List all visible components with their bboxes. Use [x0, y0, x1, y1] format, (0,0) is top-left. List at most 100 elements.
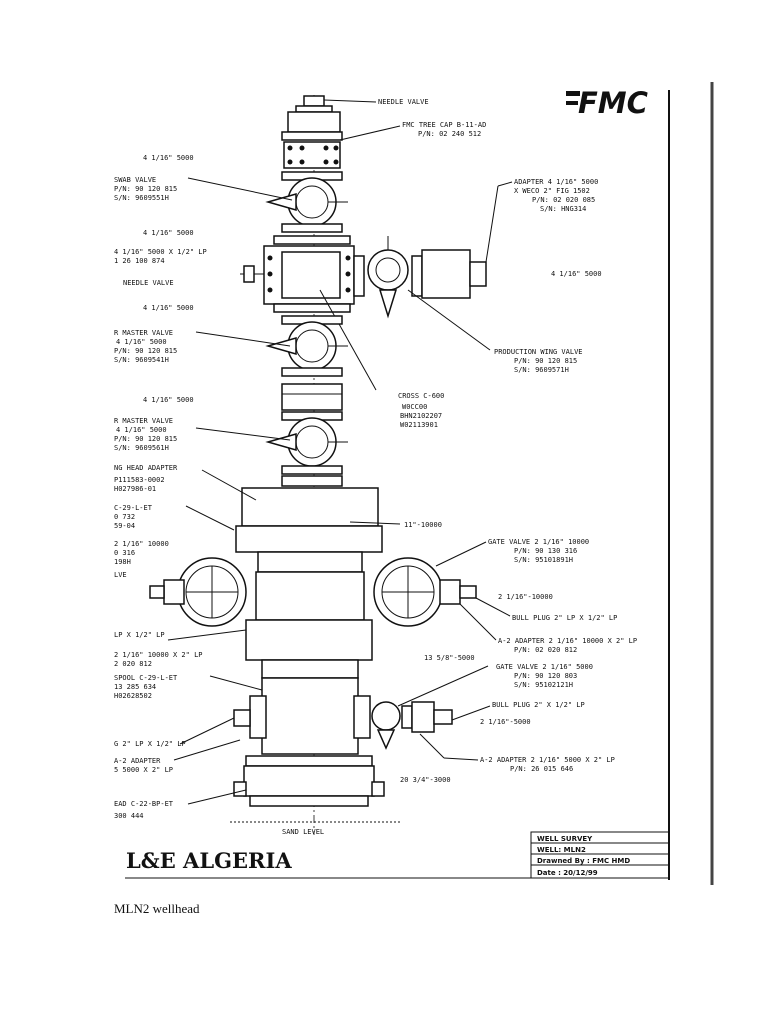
right-callout: BHN2102207 [400, 412, 442, 420]
right-callout: W0CC00 [402, 403, 427, 411]
fmc-logo-text: FMC [578, 86, 648, 120]
left-callout: 4 1/16" 5000 [116, 426, 167, 434]
lower-master-valve [195, 411, 348, 487]
right-callout: 11"-10000 [404, 521, 442, 529]
right-callout: GATE VALVE 2 1/16" 5000 [496, 663, 593, 671]
left-callout: 5 5000 X 2" LP [114, 766, 173, 774]
left-callout: P/N: 90 120 815 [114, 347, 177, 355]
right-callout: GATE VALVE 2 1/16" 10000 [488, 538, 589, 546]
right-callout: SAND LEVEL [282, 828, 324, 836]
right-callout: BULL PLUG 2" LP X 1/2" LP [512, 614, 617, 622]
title-block-line: WELL: MLN2 [537, 846, 586, 854]
right-callout: 13 5/8"-5000 [424, 654, 475, 662]
left-callout: G 2" LP X 1/2" LP [114, 740, 186, 748]
right-callout: P/N: 90 120 803 [514, 672, 577, 680]
left-gate-valve-10000 [149, 557, 247, 627]
swab-valve [187, 171, 348, 233]
top-needle-valve [295, 95, 377, 113]
right-callout: X WECO 2" FIG 1502 [514, 187, 590, 195]
right-callout: P/N: 90 130 316 [514, 547, 577, 555]
fmc-logo: FMC [566, 86, 648, 120]
right-callout: P/N: 02 020 085 [532, 196, 595, 204]
left-callout: 4 1/16" 5000 [143, 304, 194, 312]
left-callout: 13 285 634 [114, 683, 156, 691]
left-callout: R MASTER VALVE [114, 417, 173, 425]
left-leaders [167, 629, 247, 761]
left-callout: C-29-L-ET [114, 504, 153, 512]
left-callout: SPOOL C-29-L-ET [114, 674, 178, 682]
left-callout: 59-04 [114, 522, 135, 530]
right-callout: S/N: 9609571H [514, 366, 569, 374]
right-callout: NEEDLE VALVE [378, 98, 429, 106]
left-callout: P111583-0002 [114, 476, 165, 484]
right-labels: NEEDLE VALVE FMC TREE CAP B-11-AD P/N: 0… [282, 98, 637, 836]
left-callout: A-2 ADAPTER [114, 757, 161, 765]
left-callout: H027986-01 [114, 485, 156, 493]
title-block-line: Drawned By : FMC HMD [537, 857, 630, 865]
left-callout: S/N: 9609561H [114, 444, 169, 452]
right-gate-valve-10000 [373, 541, 487, 627]
right-callout: S/N: HNG314 [540, 205, 586, 213]
left-callout: LP X 1/2" LP [114, 631, 165, 639]
cross [240, 235, 377, 391]
left-callout: S/N: 9609541H [114, 356, 169, 364]
left-callout: 0 316 [114, 549, 135, 557]
left-callout: 198H [114, 558, 131, 566]
right-callout: P/N: 90 120 815 [514, 357, 577, 365]
production-wing-valve [353, 181, 513, 351]
left-callout: LVE [114, 571, 127, 579]
left-labels: 4 1/16" 5000 SWAB VALVE P/N: 90 120 815 … [114, 154, 207, 820]
left-callout: 2 020 812 [114, 660, 152, 668]
left-callout: 2 1/16" 10000 X 2" LP [114, 651, 203, 659]
title-block-line: WELL SURVEY [537, 835, 593, 843]
left-callout: 300 444 [114, 812, 144, 820]
left-callout: 4 1/16" 5000 [143, 154, 194, 162]
left-callout: NEEDLE VALVE [123, 279, 174, 287]
left-callout: 1 26 100 874 [114, 257, 165, 265]
left-callout: P/N: 90 120 815 [114, 435, 177, 443]
right-leaders [349, 521, 511, 761]
title-block: WELL SURVEY WELL: MLN2 Drawned By : FMC … [530, 831, 670, 879]
left-callout: 4 1/16" 5000 [116, 338, 167, 346]
left-callout: R MASTER VALVE [114, 329, 173, 337]
project-title: L&E ALGERIA [126, 848, 292, 873]
right-callout: 4 1/16" 5000 [551, 270, 602, 278]
left-callout: SWAB VALVE [114, 176, 156, 184]
left-callout: 2 1/16" 10000 [114, 540, 169, 548]
right-gate-valve-5000 [371, 665, 489, 750]
left-callout: P/N: 90 120 815 [114, 185, 177, 193]
right-callout: 20 3/4"-3000 [400, 776, 451, 784]
right-callout: W02113901 [400, 421, 438, 429]
left-callout: H02628502 [114, 692, 152, 700]
casing-head [187, 755, 385, 807]
casing-head-spool [209, 659, 371, 755]
right-callout: A-2 ADAPTER 2 1/16" 10000 X 2" LP [498, 637, 637, 645]
right-callout: A-2 ADAPTER 2 1/16" 5000 X 2" LP [480, 756, 615, 764]
right-callout: BULL PLUG 2" X 1/2" LP [492, 701, 585, 709]
right-callout: ADAPTER 4 1/16" 5000 [514, 178, 598, 186]
left-bull-plug [233, 709, 251, 727]
right-callout: 2 1/16"-5000 [480, 718, 531, 726]
right-callout: CROSS C-600 [398, 392, 444, 400]
left-callout: 4 1/16" 5000 [143, 396, 194, 404]
right-callout: 2 1/16"-10000 [498, 593, 553, 601]
right-callout: PRODUCTION WING VALVE [494, 348, 583, 356]
title-block-line: Date : 20/12/99 [537, 869, 598, 877]
tree-cap [281, 111, 401, 169]
left-callout: 4 1/16" 5000 X 1/2" LP [114, 248, 207, 256]
left-callout: S/N: 9609551H [114, 194, 169, 202]
figure-caption: MLN2 wellhead [114, 901, 200, 916]
tubing-head-spool [185, 505, 383, 661]
tubing-head-adapter [201, 469, 379, 527]
left-callout: NG HEAD ADAPTER [114, 464, 178, 472]
right-callout: P/N: 02 240 512 [418, 130, 481, 138]
right-callout: P/N: 02 020 812 [514, 646, 577, 654]
spacer-spool [281, 383, 343, 411]
right-callout: P/N: 26 015 646 [510, 765, 573, 773]
right-callout: S/N: 95102121H [514, 681, 573, 689]
left-callout: 0 732 [114, 513, 135, 521]
upper-master-valve [195, 315, 348, 377]
left-callout: 4 1/16" 5000 [143, 229, 194, 237]
right-callout: S/N: 95101891H [514, 556, 573, 564]
